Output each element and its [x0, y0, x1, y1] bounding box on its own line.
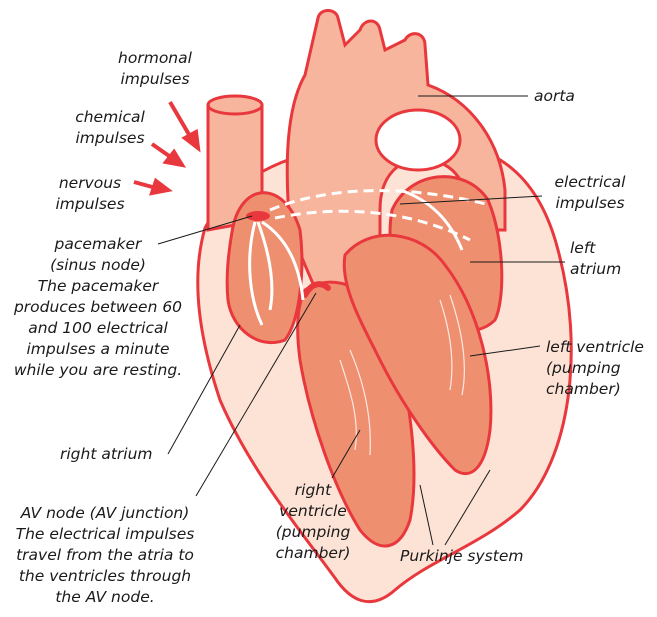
label-purkinje-text: Purkinje system [400, 546, 523, 567]
label-right-ventricle-line1: right [268, 480, 358, 501]
label-right-ventricle: right ventricle (pumping chamber) [268, 480, 358, 564]
label-nervous-line1: nervous [35, 173, 145, 194]
label-pacemaker: pacemaker (sinus node) The pacemaker pro… [3, 234, 193, 381]
label-electrical-impulses: electrical impulses [540, 172, 640, 214]
label-electrical-line1: electrical [540, 172, 640, 193]
label-chemical-impulses: chemical impulses [55, 107, 165, 149]
label-electrical-line2: impulses [540, 193, 640, 214]
label-left-ventricle-line1: left ventricle [546, 337, 644, 358]
label-right-atrium: right atrium [60, 444, 153, 465]
label-pacemaker-line1: pacemaker [3, 234, 193, 255]
label-left-atrium-line1: left [570, 238, 621, 259]
label-nervous-impulses: nervous impulses [35, 173, 145, 215]
label-av-node-line4: the ventricles through [5, 566, 205, 587]
label-pacemaker-line4: produces between 60 [3, 297, 193, 318]
vena-cava-opening [208, 96, 262, 114]
aortic-arch-opening [376, 110, 460, 170]
label-av-node-line2: The electrical impulses [5, 524, 205, 545]
label-left-atrium: left atrium [570, 238, 621, 280]
label-pacemaker-line3: The pacemaker [3, 276, 193, 297]
label-pacemaker-line7: while you are resting. [3, 360, 193, 381]
label-hormonal-line2: impulses [100, 69, 210, 90]
label-right-ventricle-line3: (pumping [268, 522, 358, 543]
label-av-node-line3: travel from the atria to [5, 545, 205, 566]
label-right-ventricle-line2: ventricle [268, 501, 358, 522]
label-av-node-line5: the AV node. [5, 587, 205, 608]
label-aorta: aorta [534, 86, 575, 107]
label-right-atrium-text: right atrium [60, 444, 153, 465]
label-pacemaker-line6: impulses a minute [3, 339, 193, 360]
label-nervous-line2: impulses [35, 194, 145, 215]
label-left-ventricle-line3: chamber) [546, 379, 644, 400]
label-chemical-line1: chemical [55, 107, 165, 128]
label-left-ventricle: left ventricle (pumping chamber) [546, 337, 644, 400]
pacemaker-node [246, 211, 270, 221]
label-left-atrium-line2: atrium [570, 259, 621, 280]
label-av-node: AV node (AV junction) The electrical imp… [5, 503, 205, 608]
label-hormonal-impulses: hormonal impulses [100, 48, 210, 90]
label-left-ventricle-line2: (pumping [546, 358, 644, 379]
label-right-ventricle-line4: chamber) [268, 543, 358, 564]
label-av-node-line1: AV node (AV junction) [5, 503, 205, 524]
label-chemical-line2: impulses [55, 128, 165, 149]
label-purkinje-system: Purkinje system [400, 546, 523, 567]
label-pacemaker-line5: and 100 electrical [3, 318, 193, 339]
label-aorta-text: aorta [534, 86, 575, 107]
label-hormonal-line1: hormonal [100, 48, 210, 69]
label-pacemaker-line2: (sinus node) [3, 255, 193, 276]
